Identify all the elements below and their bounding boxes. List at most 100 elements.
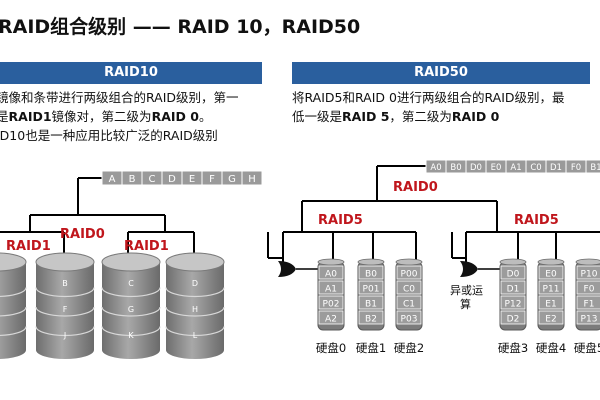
disk-stack-cell	[500, 295, 526, 310]
disk-stack-cell-label: E1	[545, 300, 556, 310]
disk-stack-cell-label: P02	[323, 300, 340, 310]
raid50-raid5-left-label: RAID5	[318, 213, 363, 228]
disk-band	[101, 287, 161, 298]
disk-stack-cell-label: B2	[365, 315, 377, 325]
disk-cylinder-top	[101, 252, 161, 272]
raid50-block-label: B1	[590, 163, 600, 173]
disk-stack-cell-label: D2	[507, 315, 520, 325]
disk-stack-cell-label: A0	[325, 270, 337, 280]
disk-stack-top	[357, 258, 385, 266]
disk-cell-label: C	[128, 279, 134, 288]
disk-stack-cell	[500, 265, 526, 280]
disk-stack-top	[575, 258, 600, 266]
disk-cylinder-top	[35, 252, 95, 272]
disk-stack-cell	[318, 265, 344, 280]
disk-cell-label: D	[192, 279, 198, 288]
disk-band	[101, 326, 161, 337]
raid10-disks: ACEGBFJCGKDHL	[0, 252, 225, 359]
raid50-block-label: D1	[550, 163, 562, 173]
disk-stack-cell-label: B1	[365, 300, 377, 310]
disk-cell-label: L	[193, 331, 198, 340]
raid50-tree	[267, 165, 600, 277]
raid50-block-label: C0	[530, 163, 541, 173]
raid50-raid0-label: RAID0	[393, 180, 438, 195]
raid50-desc: 将RAID5和RAID 0进行两级组合的RAID级别，最 低一级是RAID 5，…	[292, 88, 565, 126]
disk-stack-cell	[500, 310, 526, 325]
raid50-banner: RAID50	[292, 62, 590, 84]
disk-stack-cell-label: P11	[543, 285, 560, 295]
raid10-block	[241, 170, 263, 186]
raid10-block-label: C	[149, 174, 156, 185]
raid10-tree	[0, 177, 195, 262]
disk-stack-cell	[576, 295, 600, 310]
page-title: RAID组合级别 —— RAID 10，RAID50	[0, 16, 361, 38]
disk-cylinder-top	[165, 252, 225, 272]
raid50-block-label: A1	[510, 163, 521, 173]
disk-stack-cell	[318, 295, 344, 310]
disk-stack-cell-label: P10	[581, 270, 598, 280]
disk-name-label: 硬盘1	[356, 341, 386, 355]
raid10-desc-line3: ID10也是一种应用比较广泛的RAID级别	[0, 128, 218, 143]
disk-4: DHL	[165, 252, 225, 359]
raid50-disk-5: P10F0F1P13硬盘5	[574, 258, 600, 355]
disk-stack-cell-label: P12	[505, 300, 522, 310]
disk-name-label: 硬盘3	[498, 341, 528, 355]
disk-stack-cell	[576, 265, 600, 280]
raid50-block	[585, 159, 600, 174]
disk-stack-cell	[576, 310, 600, 325]
disk-band	[0, 287, 27, 298]
raid10-desc: 镜像和条带进行两级组合的RAID级别，第一 是RAID1镜像对，第二级为RAID…	[0, 88, 239, 145]
disk-name-label: 硬盘4	[536, 341, 566, 355]
disk-1: ACEG	[0, 252, 27, 359]
disk-name-label: 硬盘2	[394, 341, 424, 355]
disk-band	[101, 306, 161, 317]
xor-label-line2: 算	[460, 297, 471, 311]
raid10-block-label: G	[228, 174, 236, 185]
disk-stack-top	[395, 258, 423, 266]
disk-cell-label: G	[128, 305, 134, 314]
disk-stack-cell	[358, 280, 384, 295]
disk-stack-cell	[538, 280, 564, 295]
raid50-block-label: F0	[571, 163, 581, 173]
disk-stack-cell-label: C0	[403, 285, 415, 295]
raid50-desc-line1: 将RAID5和RAID 0进行两级组合的RAID级别，最	[292, 90, 565, 105]
disk-stack-cell	[358, 295, 384, 310]
disk-stack-cell	[396, 295, 422, 310]
disk-cylinder-body	[0, 262, 26, 359]
disk-stack-cell	[318, 310, 344, 325]
disk-stack-cell-label: P01	[363, 285, 380, 295]
disk-stack-cell	[538, 265, 564, 280]
disk-stack-cell	[396, 265, 422, 280]
xor-gate-left-icon	[278, 261, 296, 277]
raid50-block-label: B0	[450, 163, 461, 173]
disk-stack-cell-label: A1	[325, 285, 337, 295]
disk-stack-cell-label: A2	[325, 315, 337, 325]
disk-cell-label: K	[128, 331, 134, 340]
disk-stack-cell-label: D0	[507, 270, 520, 280]
disk-band	[35, 326, 95, 337]
disk-stack-cell-label: F0	[584, 285, 595, 295]
disk-stack-top	[499, 258, 527, 266]
disk-band	[0, 306, 27, 317]
raid50-desc-line2: 低一级是RAID 5，第二级为RAID 0	[292, 109, 500, 124]
disk-name-label: 硬盘5	[574, 341, 600, 355]
raid10-block-label: E	[189, 174, 195, 185]
disk-stack-cell	[396, 310, 422, 325]
raid10-raid1-left-label: RAID1	[6, 239, 51, 254]
raid10-raid0-label: RAID0	[60, 227, 105, 242]
disk-stack-cell	[318, 280, 344, 295]
raid10-raid1-right-label: RAID1	[124, 239, 169, 254]
disk-stack-cell	[396, 280, 422, 295]
disk-stack-cell-label: P13	[581, 315, 598, 325]
raid10-banner: RAID10	[0, 62, 262, 84]
disk-band	[0, 326, 27, 337]
disk-band	[35, 306, 95, 317]
raid10-block-label: B	[129, 174, 136, 185]
